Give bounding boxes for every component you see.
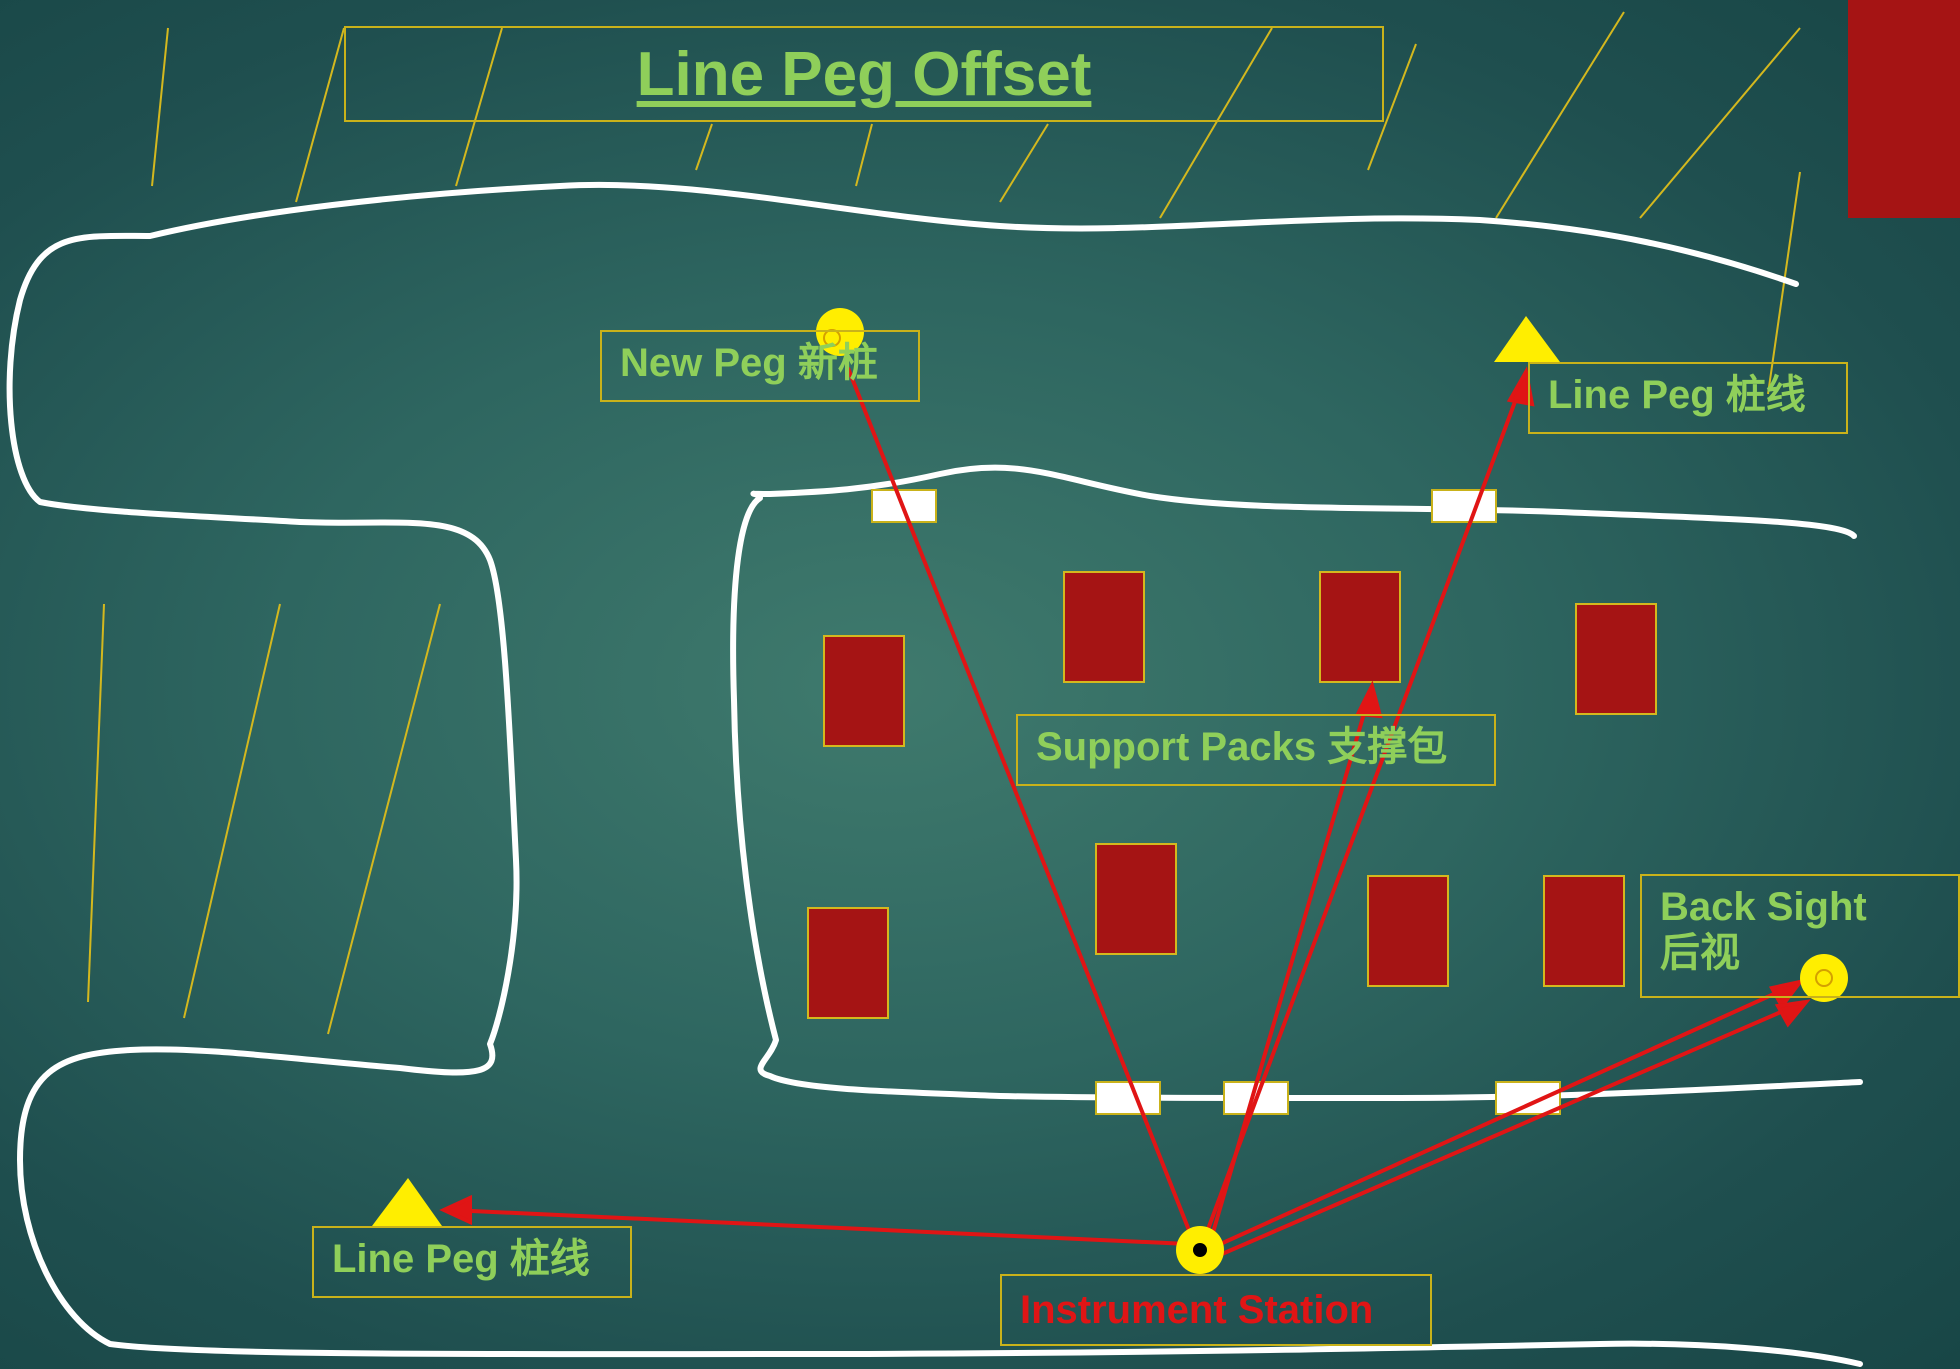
upper-left-wall	[6, 181, 1863, 1367]
hatching	[87, 11, 1801, 1035]
corner-block	[1848, 0, 1960, 218]
pillar-wall	[730, 464, 1863, 1101]
pegs	[372, 308, 1848, 1274]
arrowhead	[1354, 680, 1383, 719]
sight-line-new-peg	[846, 367, 1198, 1249]
sight-line-back-sight-1	[1215, 982, 1797, 1248]
instrument-station-icon	[1176, 1226, 1224, 1274]
support-packs	[807, 571, 1657, 1019]
support-pack	[807, 907, 889, 1019]
support-pack	[1063, 571, 1145, 683]
support-pack	[1319, 571, 1401, 683]
line-peg-top-label: Line Peg 桩线	[1528, 362, 1848, 434]
wall-marker	[1095, 1081, 1161, 1115]
support-pack	[1095, 843, 1177, 955]
instrument-station-label: Instrument Station	[1000, 1274, 1432, 1346]
back-sight-label: Back Sight 后视	[1640, 874, 1960, 998]
support-pack	[823, 635, 905, 747]
arrowhead	[439, 1194, 472, 1226]
sight-line-line-peg-bottom	[449, 1208, 1189, 1246]
sight-lines	[439, 366, 1811, 1256]
diagram-title: Line Peg Offset	[636, 39, 1092, 109]
sight-line-line-peg-top	[1202, 371, 1528, 1241]
wall-marker	[1431, 489, 1497, 523]
back-sight-label-line1: Back Sight	[1660, 885, 1867, 929]
new-peg-label: New Peg 新桩	[600, 330, 920, 402]
wall-marker	[1495, 1081, 1561, 1115]
tunnel-walls	[6, 181, 1863, 1367]
title-box: Line Peg Offset	[344, 26, 1384, 122]
wall-markers	[871, 489, 1561, 1115]
sight-line-support-pack	[1210, 685, 1374, 1237]
sight-line-back-sight-2	[1221, 1000, 1805, 1256]
support-pack	[1367, 875, 1449, 987]
support-pack	[1575, 603, 1657, 715]
triangle-peg-icon	[1494, 316, 1560, 362]
triangle-peg-icon	[372, 1178, 442, 1226]
line-peg-bottom-label: Line Peg 桩线	[312, 1226, 632, 1298]
arrowhead	[1774, 999, 1811, 1028]
support-pack	[1543, 875, 1625, 987]
back-sight-label-line2: 后视	[1660, 931, 1740, 975]
circle-peg-icon	[1800, 954, 1848, 1002]
support-packs-label: Support Packs 支撑包	[1016, 714, 1496, 786]
